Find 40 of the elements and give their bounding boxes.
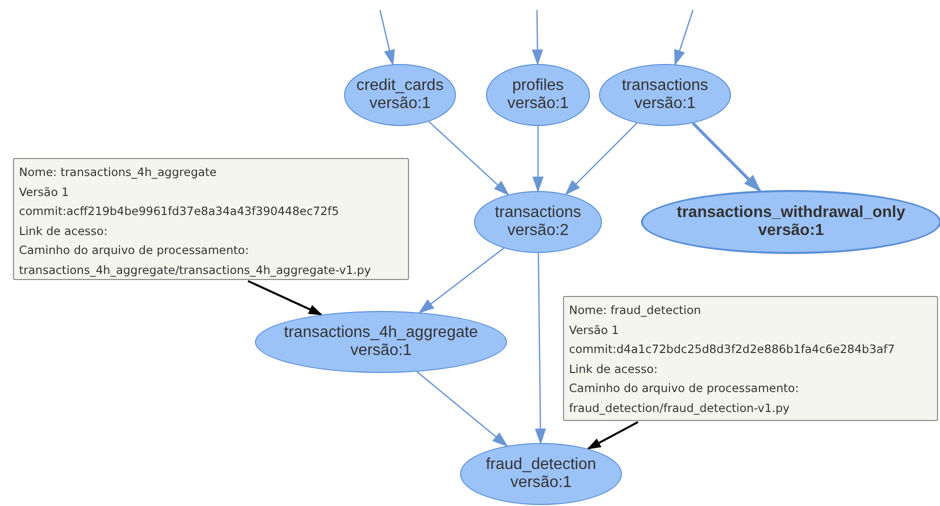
arrow xyxy=(692,122,762,192)
tooltip-line: Link de acesso: xyxy=(19,222,109,240)
tooltip-line: commit:acff219b4be9961fd37e8a34a43f390448ec72f5 xyxy=(19,203,340,220)
node-name: credit_cards xyxy=(356,77,444,95)
node-name: transactions xyxy=(494,204,582,222)
info-tooltip xyxy=(563,296,938,421)
node-name: transactions_withdrawal_only xyxy=(676,204,906,222)
node-name: transactions_4h_aggregate xyxy=(284,324,478,342)
arrow xyxy=(428,121,510,196)
node-name: transactions xyxy=(622,77,708,95)
tooltip-line: Versão 1 xyxy=(569,322,620,339)
tooltip-line: transactions_4h_aggregate/transactions_4h_aggregate-v1.py xyxy=(19,262,372,279)
node-version: versão:1 xyxy=(350,342,412,360)
tooltip-line: Caminho do arquivo de processamento: xyxy=(19,242,250,260)
node-version: versão:1 xyxy=(510,474,572,492)
node-version: versão:1 xyxy=(507,95,569,113)
tooltip-line: Nome: fraud_detection xyxy=(569,302,702,319)
arrow xyxy=(418,248,504,314)
arrow xyxy=(674,10,694,66)
tooltip-line: Nome: transactions_4h_aggregate xyxy=(19,164,218,181)
leader-arrow xyxy=(248,280,323,316)
tooltip-line: commit:d4a1c72bdc25d8d3f2d2e886b1fa4c6e284b3af7 xyxy=(569,341,896,358)
arrow xyxy=(534,253,546,445)
tooltip-line: fraud_detection/fraud_detection-v1.py xyxy=(569,400,791,417)
node-version: versão:2 xyxy=(507,222,569,240)
node-name: profiles xyxy=(512,77,564,95)
arrow xyxy=(379,10,395,66)
node-name: fraud_detection xyxy=(486,456,596,474)
tooltip-line: Caminho do arquivo de processamento: xyxy=(569,380,800,398)
arrow xyxy=(532,126,544,193)
node-version: versão:1 xyxy=(369,95,431,113)
arrow xyxy=(416,371,508,447)
arrow xyxy=(564,122,638,196)
info-tooltip xyxy=(13,158,409,280)
tooltip-line: Link de acesso: xyxy=(569,360,659,378)
arrow xyxy=(532,10,544,66)
node-version: versão:1 xyxy=(634,95,696,113)
leader-arrow xyxy=(586,421,638,450)
tooltip-line: Versão 1 xyxy=(19,184,70,201)
node-version: versão:1 xyxy=(758,222,824,240)
